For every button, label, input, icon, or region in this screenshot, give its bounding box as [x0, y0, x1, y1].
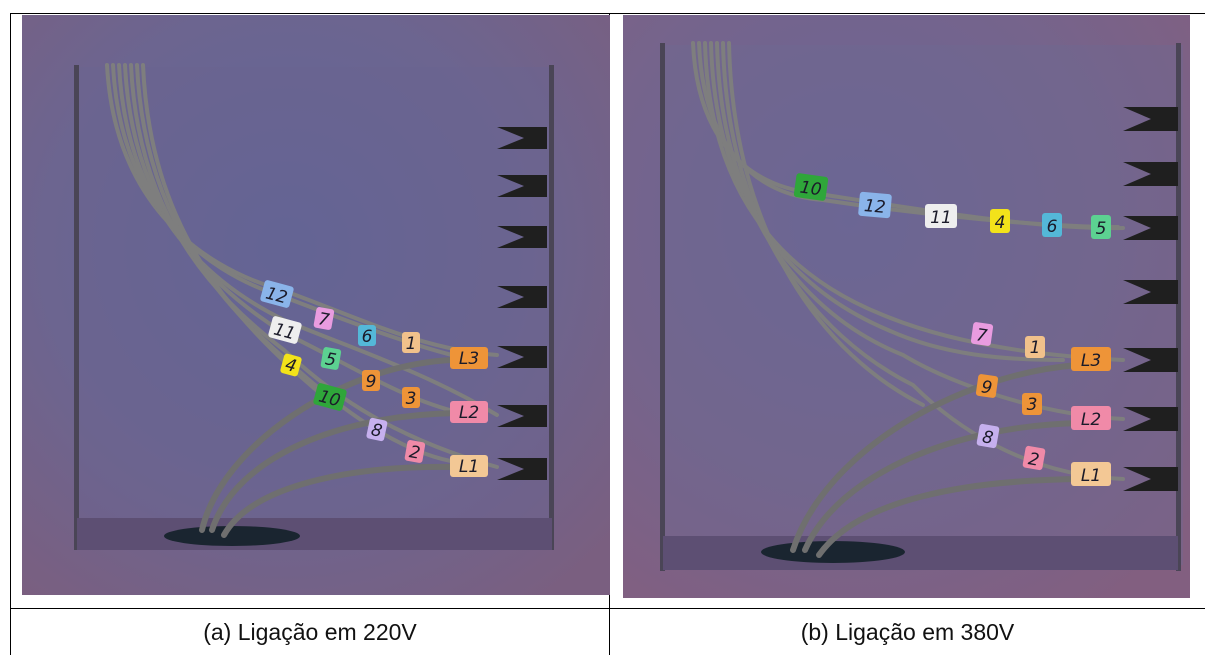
svg-text:9: 9 [980, 377, 994, 398]
svg-text:6: 6 [362, 327, 373, 347]
table-border-left [10, 13, 11, 655]
terminal-block [497, 127, 547, 480]
svg-text:3: 3 [406, 389, 417, 409]
svg-text:L1: L1 [1081, 466, 1101, 486]
cable-hole [761, 541, 905, 563]
terminal-block [1123, 107, 1178, 491]
panel-220v-diagram: 12 7 6 1 L3 11 5 9 [22, 15, 610, 595]
svg-text:3: 3 [1027, 395, 1038, 415]
tag-12: 12 [260, 280, 294, 308]
table-border-top [10, 13, 1205, 14]
tag-5: 5 [1091, 215, 1111, 239]
svg-text:1: 1 [406, 334, 417, 354]
svg-text:8: 8 [369, 420, 384, 442]
tag-2: 2 [1022, 445, 1046, 471]
tag-7: 7 [970, 322, 994, 347]
tag-8: 8 [976, 423, 1000, 449]
tag-7: 7 [313, 307, 335, 331]
panel-380v-diagram: 10 12 11 4 6 5 7 1 [623, 15, 1190, 598]
tag-l2: L2 [1071, 406, 1111, 430]
tag-3: 3 [1022, 393, 1042, 415]
box-floor [663, 536, 1178, 570]
tag-10: 10 [793, 173, 829, 201]
svg-text:11: 11 [930, 208, 952, 228]
svg-text:7: 7 [317, 309, 331, 331]
table-border-middle [10, 608, 1205, 609]
caption-220v: (a) Ligação em 220V [203, 619, 417, 645]
svg-text:2: 2 [1027, 449, 1041, 471]
svg-text:L1: L1 [459, 457, 479, 477]
svg-text:6: 6 [1047, 217, 1058, 237]
svg-text:4: 4 [283, 355, 299, 377]
box-left-wall [660, 43, 665, 571]
svg-text:L3: L3 [1081, 351, 1101, 371]
svg-text:7: 7 [975, 325, 989, 346]
box-left-wall [74, 65, 79, 550]
diagram-380v: 10 12 11 4 6 5 7 1 [623, 15, 1190, 598]
tag-l1: L1 [1071, 462, 1111, 486]
tag-6: 6 [358, 325, 376, 347]
box-right-wall [549, 65, 554, 550]
cable-hole [164, 526, 300, 546]
svg-text:L3: L3 [459, 349, 479, 369]
tag-9: 9 [975, 374, 999, 399]
tag-l2: L2 [450, 401, 488, 423]
svg-text:L2: L2 [459, 403, 479, 423]
tag-3: 3 [402, 387, 420, 409]
box-right-wall [1176, 43, 1181, 571]
feed-cables [199, 357, 460, 538]
diagram-220v: 12 7 6 1 L3 11 5 9 [22, 15, 610, 595]
tag-12: 12 [858, 191, 892, 219]
tag-6: 6 [1042, 213, 1062, 237]
svg-text:L2: L2 [1081, 410, 1101, 430]
box-interior [661, 45, 1183, 565]
svg-text:8: 8 [981, 427, 995, 449]
box-floor [77, 518, 552, 550]
tag-8: 8 [366, 417, 388, 442]
tag-l3: L3 [1071, 347, 1111, 371]
caption-380v: (b) Ligação em 380V [800, 619, 1015, 645]
svg-text:1: 1 [1030, 338, 1041, 358]
tag-l1: L1 [450, 455, 488, 477]
svg-text:2: 2 [408, 442, 422, 464]
svg-text:5: 5 [1096, 219, 1107, 239]
tag-4: 4 [280, 353, 302, 377]
svg-text:12: 12 [863, 196, 886, 218]
tag-4: 4 [990, 209, 1010, 233]
tag-l3: L3 [450, 347, 488, 369]
tag-1: 1 [402, 332, 420, 354]
svg-text:10: 10 [799, 178, 823, 201]
tag-11: 11 [925, 204, 957, 228]
tag-1: 1 [1025, 336, 1045, 358]
svg-text:4: 4 [995, 213, 1006, 233]
tag-2: 2 [404, 440, 426, 464]
svg-text:5: 5 [324, 349, 338, 371]
svg-text:9: 9 [366, 372, 377, 392]
tag-10: 10 [313, 383, 347, 411]
tag-9: 9 [362, 370, 380, 392]
tag-5: 5 [320, 347, 342, 371]
feed-cables [790, 362, 1086, 558]
